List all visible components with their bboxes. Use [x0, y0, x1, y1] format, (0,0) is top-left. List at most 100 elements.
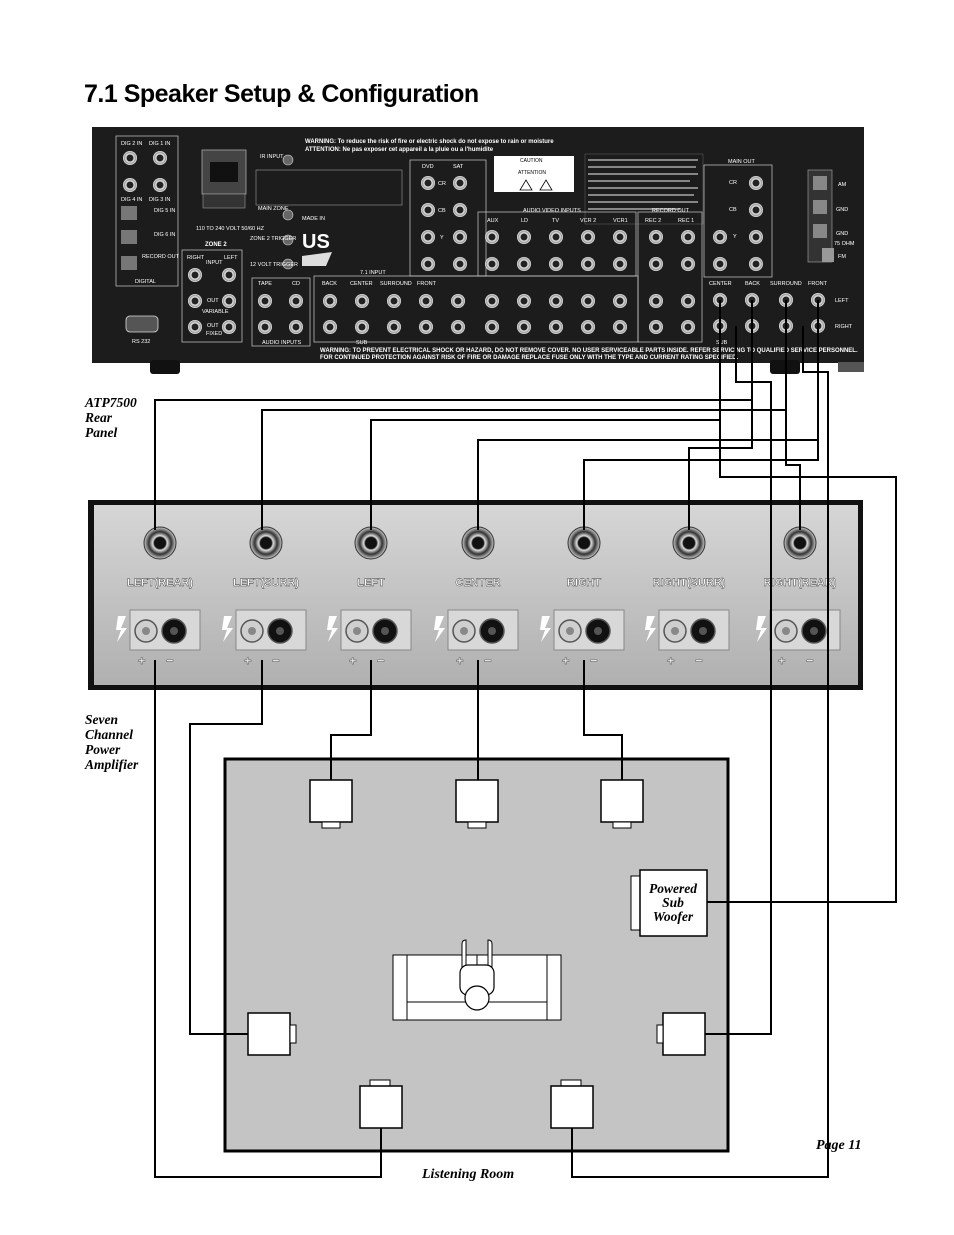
jack-cd-l[interactable] [289, 294, 303, 308]
license-text-block [584, 153, 704, 225]
label-zone2-trigger: ZONE 2 TRIGGER [250, 236, 296, 242]
amp-input-jack-right-surr[interactable] [672, 526, 706, 560]
rs232-port[interactable] [125, 315, 159, 333]
jack-mainout-svideo[interactable] [713, 257, 727, 271]
svg-text:BACK: BACK [745, 281, 760, 287]
amp-input-jack-right-rear[interactable] [783, 526, 817, 560]
jack-zone2-trigger[interactable] [282, 234, 294, 246]
jack-zone2-var-right[interactable] [188, 294, 202, 308]
amp-channel-right-surr: RIGHT(SURR)+− [645, 526, 730, 668]
jack-rec1-svideo[interactable] [681, 257, 695, 271]
wire-amp-left-surr-to-speaker [189, 660, 263, 1035]
jack-dig1[interactable] [153, 151, 167, 165]
seven-channel-amplifier: LEFT(REAR)+−LEFT(SURR)+−LEFT+−CENTER+−RI… [88, 500, 863, 690]
label-main-zone: MAIN ZONE [258, 206, 289, 212]
wire-amp-left-to-speaker [330, 660, 372, 780]
jack-dvd-y[interactable] [421, 230, 435, 244]
wire-surround-right-to-right-rear [785, 326, 801, 530]
amp-input-jack-left-rear[interactable] [143, 526, 177, 560]
svg-text:CD: CD [292, 281, 300, 287]
label-voltage: 110 TO 240 VOLT 50/60 HZ [196, 226, 265, 232]
svg-text:CENTER: CENTER [709, 281, 732, 287]
lightning-icon [756, 616, 767, 642]
amp-channel-label: RIGHT [567, 577, 602, 589]
svg-text:INPUT: INPUT [206, 260, 223, 266]
svg-text:FM: FM [838, 254, 846, 260]
jack-dvd-svideo[interactable] [421, 257, 435, 271]
label-ir: IR INPUT [260, 154, 284, 160]
svg-text:CB: CB [729, 207, 737, 213]
svg-text:Y: Y [440, 235, 444, 241]
jack-dvd-cr[interactable] [421, 176, 435, 190]
jack-tape-r[interactable] [258, 320, 272, 334]
jack-mainout-video[interactable] [713, 230, 727, 244]
amp-input-jack-left[interactable] [354, 526, 388, 560]
lightning-icon [434, 616, 445, 642]
optical-record-out[interactable] [121, 256, 137, 270]
jack-sat-svideo[interactable] [453, 257, 467, 271]
jack-zone2-input-left[interactable] [222, 268, 236, 282]
speaker-right-surround [662, 1012, 706, 1056]
component-jacks [421, 176, 467, 271]
jack-zone2-input-right[interactable] [188, 268, 202, 282]
jack-cd-r[interactable] [289, 320, 303, 334]
jack-dig4[interactable] [123, 178, 137, 192]
jack-mainout-cr[interactable] [749, 176, 763, 190]
jack-rec1-video[interactable] [681, 230, 695, 244]
jack-aux-svideo[interactable] [485, 257, 499, 271]
fuse-holder[interactable] [202, 193, 246, 209]
jack-mainout-y[interactable] [749, 230, 763, 244]
svg-text:VCR 2: VCR 2 [580, 218, 596, 224]
jack-sat-y[interactable] [453, 230, 467, 244]
amp-input-jack-center[interactable] [461, 526, 495, 560]
jack-vcr2-video[interactable] [581, 230, 595, 244]
jack-rec2-video[interactable] [649, 230, 663, 244]
optical-dig6[interactable] [121, 230, 137, 244]
jack-dvd-cb[interactable] [421, 203, 435, 217]
minus-sign: − [377, 653, 385, 668]
attention-top: ATTENTION: Ne pas exposer cet appareil a… [305, 147, 494, 153]
svg-text:TAPE: TAPE [258, 281, 272, 287]
svg-text:LD: LD [521, 218, 528, 224]
jack-aux-video[interactable] [485, 230, 499, 244]
jack-vcr2-svideo[interactable] [581, 257, 595, 271]
jack-zone2-fixed-left[interactable] [222, 320, 236, 334]
jack-zone2-fixed-right[interactable] [188, 320, 202, 334]
jack-dig3[interactable] [153, 178, 167, 192]
jack-ld-video[interactable] [517, 230, 531, 244]
jack-ld-svideo[interactable] [517, 257, 531, 271]
label-dig5: DIG 5 IN [154, 208, 175, 214]
amp-input-jack-left-surr[interactable] [249, 526, 283, 560]
jack-mainout-cb[interactable] [749, 203, 763, 217]
jack-tape-l[interactable] [258, 294, 272, 308]
plus-sign: + [562, 653, 570, 668]
svg-text:REC 1: REC 1 [678, 218, 694, 224]
jack-vcr1-svideo[interactable] [613, 257, 627, 271]
jack-12v-trigger[interactable] [282, 258, 294, 270]
jack-sat-cb[interactable] [453, 203, 467, 217]
jack-rec2-svideo[interactable] [649, 257, 663, 271]
jack-ir-input[interactable] [282, 154, 294, 166]
amp-channel-left-surr: LEFT(SURR)+− [222, 526, 307, 668]
label-dig2: DIG 2 IN [121, 141, 142, 147]
svg-text:CR: CR [729, 180, 737, 186]
jack-tv-video[interactable] [549, 230, 563, 244]
wire-right-rear-speaker [571, 326, 829, 1178]
jack-main-zone[interactable] [282, 209, 294, 221]
jack-zone2-var-left[interactable] [222, 294, 236, 308]
plus-sign: + [667, 653, 675, 668]
amp-input-jack-right[interactable] [567, 526, 601, 560]
label-dig1: DIG 1 IN [149, 141, 170, 147]
jack-vcr1-video[interactable] [613, 230, 627, 244]
multichannel-jacks [323, 294, 695, 334]
flag-icon [302, 252, 332, 266]
svg-text:7.1 INPUT: 7.1 INPUT [360, 270, 386, 276]
svg-text:VCR1: VCR1 [613, 218, 628, 224]
jack-dig2[interactable] [123, 151, 137, 165]
jack-mainout-svideo2[interactable] [749, 257, 763, 271]
optical-dig5[interactable] [121, 206, 137, 220]
jack-tv-svideo[interactable] [549, 257, 563, 271]
label-12v-trigger: 12 VOLT TRIGGER [250, 262, 298, 268]
jack-sat-cr[interactable] [453, 176, 467, 190]
